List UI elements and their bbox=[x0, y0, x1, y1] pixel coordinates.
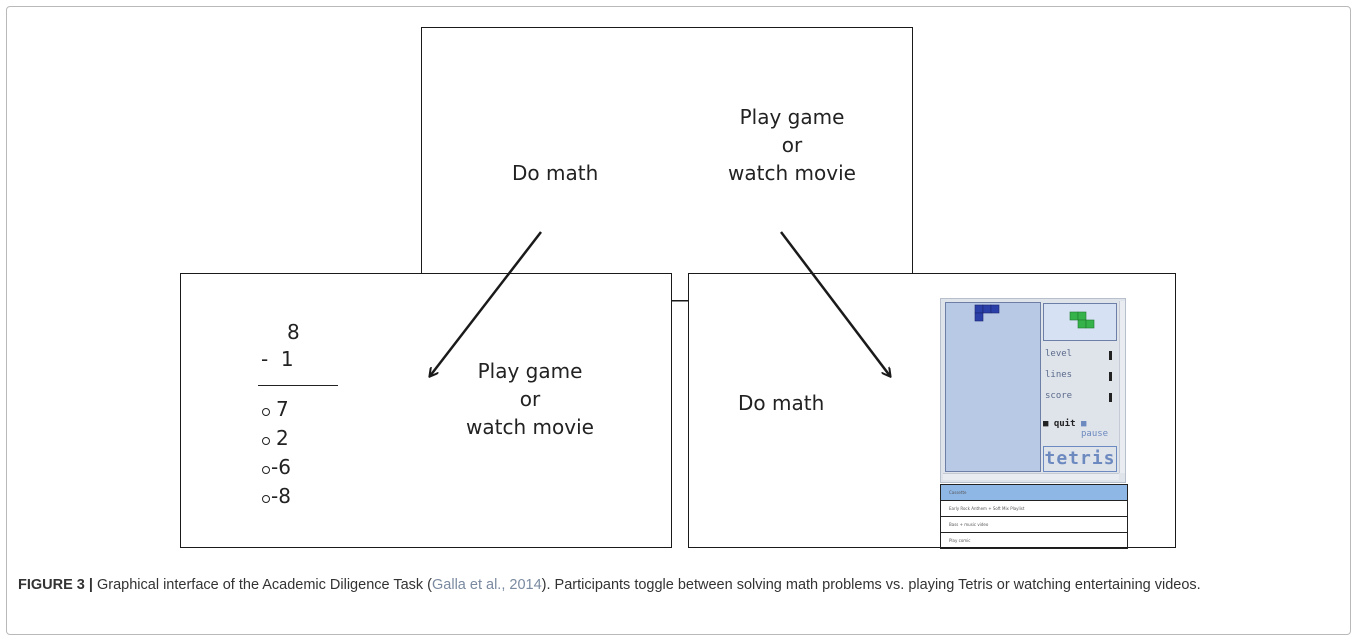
answer-option[interactable]: 2 bbox=[262, 424, 289, 452]
figure-label: FIGURE 3 | bbox=[18, 577, 93, 593]
radio-button-icon[interactable] bbox=[262, 436, 270, 445]
tetris-score-value bbox=[1109, 393, 1112, 402]
tetris-window: level lines score ■ quit ■ pause tetris bbox=[940, 298, 1126, 483]
tetris-falling-piece bbox=[974, 304, 1000, 322]
top-play-game-label: Play game or watch movie bbox=[728, 105, 856, 185]
figure-caption: FIGURE 3 | Graphical interface of the Ac… bbox=[18, 575, 1343, 596]
tetris-pause-button[interactable]: ■ pause bbox=[1081, 419, 1109, 439]
math-problem-top-number: 8 bbox=[287, 320, 300, 344]
tetris-quit-button[interactable]: ■ quit bbox=[1043, 419, 1076, 429]
tetris-vertical-scrollbar[interactable] bbox=[1119, 301, 1125, 473]
playlist-row[interactable]: Cassette bbox=[941, 485, 1127, 500]
tetris-score-label: score bbox=[1045, 391, 1073, 401]
radio-button-icon[interactable] bbox=[262, 465, 270, 474]
tetris-board bbox=[945, 302, 1041, 472]
tetris-logo: tetris bbox=[1043, 446, 1117, 472]
right-do-math-label[interactable]: Do math bbox=[738, 391, 825, 415]
top-do-math-label: Do math bbox=[512, 161, 599, 185]
playlist-row[interactable]: Play comic bbox=[941, 532, 1127, 548]
radio-button-icon[interactable] bbox=[262, 494, 270, 503]
figure-frame bbox=[6, 6, 1351, 635]
caption-text-part: Graphical interface of the Academic Dili… bbox=[92, 577, 433, 593]
tetris-info-panel: level lines score ■ quit ■ pause tetris bbox=[1043, 343, 1117, 472]
math-problem-subtrahend: - 1 bbox=[261, 347, 294, 371]
media-playlist-table: Cassette Early Rock Anthem + Soft Mix Pl… bbox=[940, 484, 1128, 549]
tetris-level-label: level bbox=[1045, 349, 1073, 359]
tetris-next-piece bbox=[1043, 303, 1117, 341]
tetris-next-piece-icon bbox=[1069, 311, 1095, 329]
playlist-row[interactable]: Bass + music video bbox=[941, 516, 1127, 532]
caption-text-part: ). Participants toggle between solving m… bbox=[541, 577, 1201, 593]
left-play-game-label[interactable]: Play game or watch movie bbox=[466, 359, 594, 439]
tetris-horizontal-scrollbar[interactable] bbox=[943, 473, 1119, 480]
tetris-game-screenshot: level lines score ■ quit ■ pause tetris … bbox=[940, 298, 1128, 549]
radio-button-icon[interactable] bbox=[262, 407, 270, 416]
playlist-row[interactable]: Early Rock Anthem + Soft Mix Playlist bbox=[941, 500, 1127, 516]
answer-option[interactable]: -6 bbox=[262, 453, 291, 481]
answer-option[interactable]: -8 bbox=[262, 482, 291, 510]
math-problem-divider bbox=[258, 385, 338, 386]
answer-option[interactable]: 7 bbox=[262, 395, 289, 423]
tetris-lines-label: lines bbox=[1045, 370, 1073, 380]
tetris-lines-value bbox=[1109, 372, 1112, 381]
citation-link[interactable]: Galla et al., 2014 bbox=[432, 577, 542, 593]
tetris-level-value bbox=[1109, 351, 1112, 360]
